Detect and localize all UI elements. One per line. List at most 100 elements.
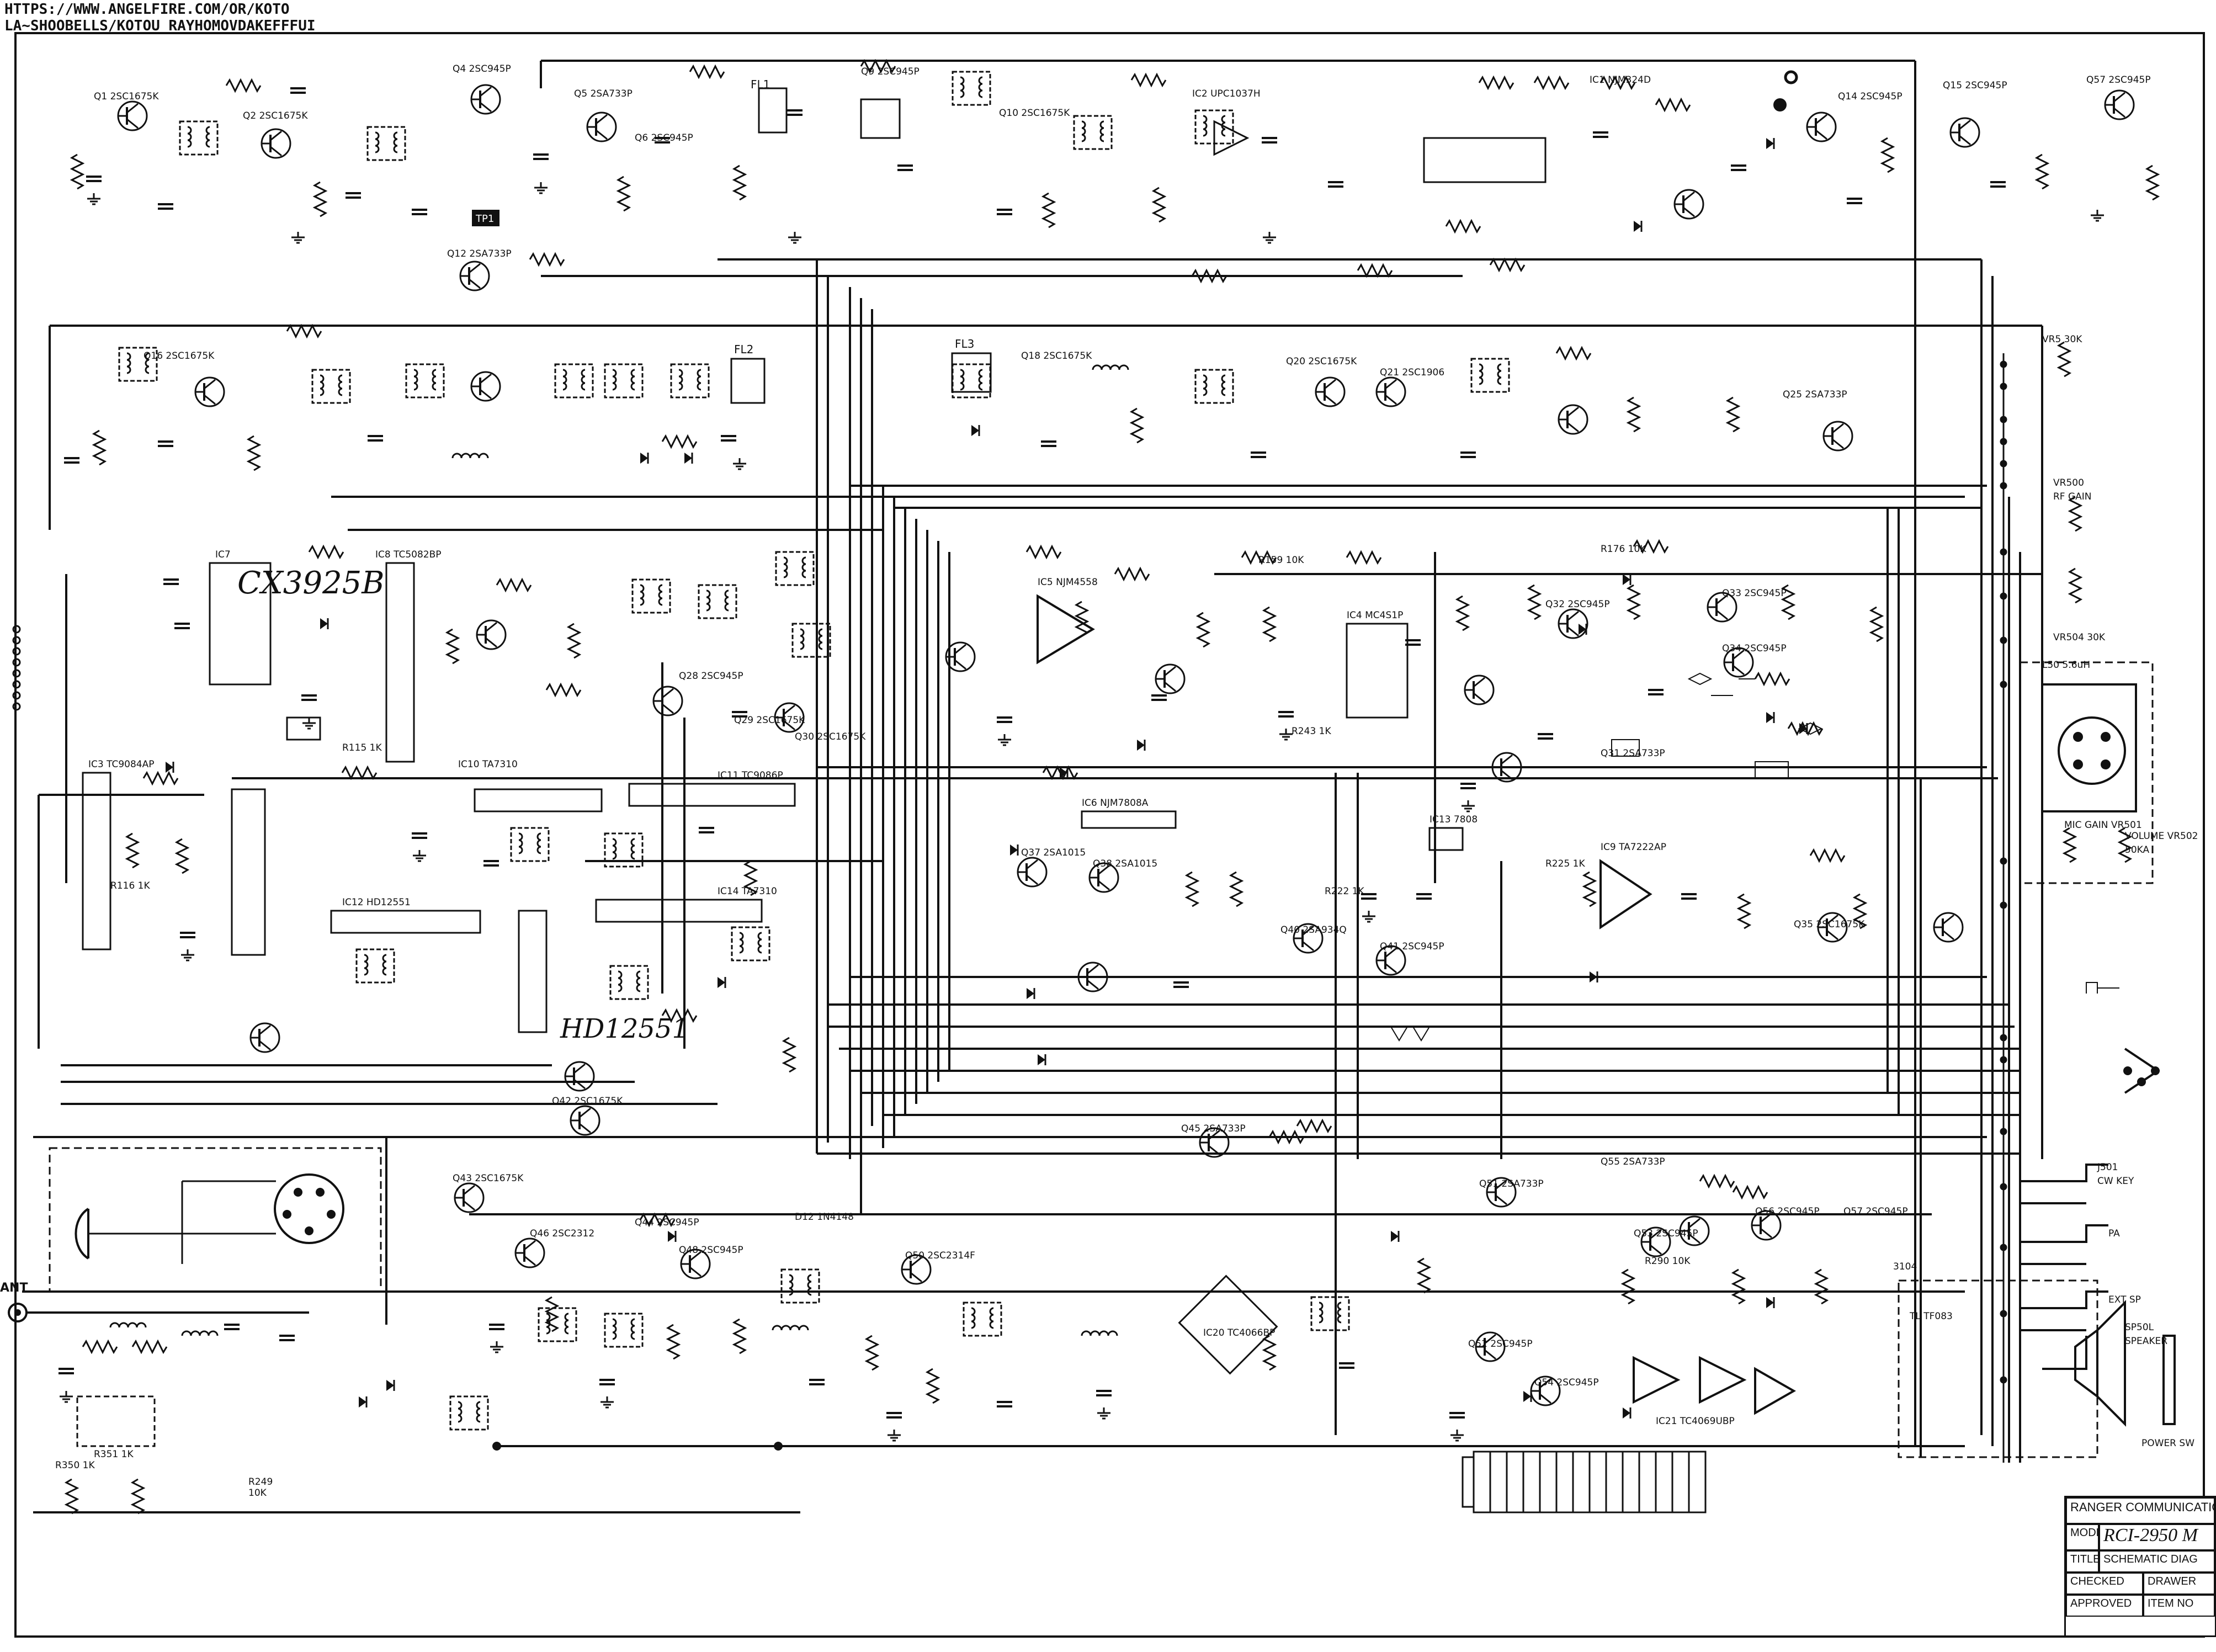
svg-text:Q33 2SC945P: Q33 2SC945P xyxy=(1722,588,1787,599)
svg-text:IC10 TA7310: IC10 TA7310 xyxy=(458,759,518,770)
title-block-title-value: SCHEMATIC DIAG xyxy=(2099,1550,2215,1573)
svg-text:EXT SP: EXT SP xyxy=(2108,1294,2141,1305)
svg-text:IC2 UPC1037H: IC2 UPC1037H xyxy=(1192,88,1261,99)
svg-text:R350 1K: R350 1K xyxy=(55,1460,95,1471)
svg-text:SP50L: SP50L xyxy=(2125,1322,2154,1333)
handwritten-chip-bottom: HD12551 xyxy=(560,1013,689,1044)
svg-text:IC4 MC4S1P: IC4 MC4S1P xyxy=(1347,610,1403,621)
svg-text:Q40 2SA934Q: Q40 2SA934Q xyxy=(1280,925,1347,936)
svg-text:POWER SW: POWER SW xyxy=(2141,1438,2194,1449)
svg-text:Q42 2SC1675K: Q42 2SC1675K xyxy=(552,1096,623,1107)
title-block-checked-label: CHECKED xyxy=(2066,1573,2143,1595)
svg-text:IC12 HD12551: IC12 HD12551 xyxy=(342,897,411,908)
svg-text:Q6 2SC945P: Q6 2SC945P xyxy=(635,132,693,144)
svg-text:Q15 2SC945P: Q15 2SC945P xyxy=(1943,80,2007,91)
svg-text:Q37 2SA1015: Q37 2SA1015 xyxy=(1021,847,1086,858)
svg-text:Q10 2SC1675K: Q10 2SC1675K xyxy=(999,108,1070,119)
svg-text:IC13 7808: IC13 7808 xyxy=(1429,814,1478,825)
svg-text:VR504 30K: VR504 30K xyxy=(2053,632,2106,643)
component-reference-labels: Q1 2SC1675K Q2 2SC1675K Q4 2SC945P Q5 2S… xyxy=(55,63,2198,1499)
capacitor-bank xyxy=(1462,1451,1707,1513)
svg-text:Q57 2SC945P: Q57 2SC945P xyxy=(2086,75,2151,86)
svg-text:SPEAKER: SPEAKER xyxy=(2125,1336,2167,1347)
svg-text:Q54 2SC945P: Q54 2SC945P xyxy=(1534,1377,1599,1388)
svg-text:Q14 2SC945P: Q14 2SC945P xyxy=(1838,91,1903,102)
pll-section xyxy=(12,545,831,1092)
svg-text:IC8 TC5082BP: IC8 TC5082BP xyxy=(375,549,442,560)
svg-text:Q50 2SC2314F: Q50 2SC2314F xyxy=(905,1250,975,1261)
antenna-circuit xyxy=(8,1303,309,1515)
svg-text:Q5 2SA733P: Q5 2SA733P xyxy=(574,88,633,99)
svg-text:Q41 2SC945P: Q41 2SC945P xyxy=(1380,941,1444,952)
svg-text:Q9 2SC945P: Q9 2SC945P xyxy=(861,66,920,77)
mic-connector xyxy=(75,1173,344,1264)
vertical-buses xyxy=(38,259,2021,1463)
svg-text:IC9 TA7222AP: IC9 TA7222AP xyxy=(1601,842,1666,853)
svg-text:R159 10K: R159 10K xyxy=(1258,555,1304,566)
svg-text:IC14 TA7310: IC14 TA7310 xyxy=(718,886,777,897)
sheet-border xyxy=(14,32,2205,1638)
svg-text:Q16 2SC1675K: Q16 2SC1675K xyxy=(144,350,215,362)
svg-text:IC11 TC9086P: IC11 TC9086P xyxy=(718,770,783,781)
svg-text:TL TF083: TL TF083 xyxy=(1909,1311,1953,1322)
svg-text:R243 1K: R243 1K xyxy=(1292,726,1331,737)
svg-text:R351 1K: R351 1K xyxy=(94,1449,134,1460)
svg-text:IC7: IC7 xyxy=(215,549,231,560)
svg-text:Q21 2SC1906: Q21 2SC1906 xyxy=(1380,367,1444,378)
filter-fl1-label: FL1 xyxy=(751,78,770,91)
svg-text:Q29 2SC1675K: Q29 2SC1675K xyxy=(734,715,805,726)
svg-text:R290 10K: R290 10K xyxy=(1645,1256,1691,1267)
ant-label: ANT xyxy=(0,1281,28,1295)
svg-text:50KA: 50KA xyxy=(2125,844,2149,856)
svg-text:Q12 2SA733P: Q12 2SA733P xyxy=(447,248,512,259)
svg-text:IC21 TC4069UBP: IC21 TC4069UBP xyxy=(1656,1416,1735,1427)
svg-text:RF GAIN: RF GAIN xyxy=(2053,491,2092,502)
svg-text:Q46 2SC2312: Q46 2SC2312 xyxy=(530,1228,594,1239)
title-block-company: RANGER COMMUNICATIONS xyxy=(2066,1497,2215,1524)
svg-text:Q38 2SA1015: Q38 2SA1015 xyxy=(1093,858,1157,869)
test-point-label: TP1 xyxy=(475,213,494,225)
svg-text:Q4 2SC945P: Q4 2SC945P xyxy=(453,63,511,75)
title-block-model-label: MODEL xyxy=(2066,1524,2099,1550)
watermark-subtitle: LA~SHOOBELLS/KOTOU RAYHOMOVDAKEFFFUI xyxy=(4,18,316,34)
svg-text:Q2 2SC1675K: Q2 2SC1675K xyxy=(243,110,308,121)
svg-text:VOLUME VR502: VOLUME VR502 xyxy=(2125,831,2198,842)
svg-text:R249: R249 xyxy=(248,1476,273,1488)
subboard-outlines xyxy=(49,661,2154,1458)
rf-section: TP1 xyxy=(71,60,1570,291)
svg-text:Q31 2SA733P: Q31 2SA733P xyxy=(1601,748,1665,759)
svg-text:Q25 2SA733P: Q25 2SA733P xyxy=(1783,389,1847,400)
svg-text:Q43 2SC1675K: Q43 2SC1675K xyxy=(453,1173,524,1184)
svg-text:VR5 30K: VR5 30K xyxy=(2042,334,2082,345)
svg-text:PA: PA xyxy=(2108,1228,2120,1239)
svg-text:R222 1K: R222 1K xyxy=(1325,886,1364,897)
svg-text:MIC GAIN VR501: MIC GAIN VR501 xyxy=(2064,820,2142,831)
svg-text:IC1 NJM324D: IC1 NJM324D xyxy=(1590,75,1651,86)
title-block-title-label: TITLE xyxy=(2066,1550,2099,1573)
svg-text:L50 5.6uH: L50 5.6uH xyxy=(2042,660,2090,671)
svg-text:Q57 2SC945P: Q57 2SC945P xyxy=(1843,1206,1908,1217)
title-block-item-no-label: ITEM NO xyxy=(2143,1595,2215,1617)
svg-text:R176 10K: R176 10K xyxy=(1601,544,1646,555)
svg-text:IC3 TC9084AP: IC3 TC9084AP xyxy=(88,759,155,770)
bus-lines xyxy=(22,60,2043,1513)
svg-text:Q32 2SC945P: Q32 2SC945P xyxy=(1545,599,1610,610)
svg-text:Q55 2SA733P: Q55 2SA733P xyxy=(1601,1156,1665,1167)
svg-text:Q48 2SC945P: Q48 2SC945P xyxy=(679,1245,743,1256)
svg-text:Q34 2SC945P: Q34 2SC945P xyxy=(1722,643,1787,654)
rear-connectors xyxy=(2020,683,2176,1427)
svg-text:IC6 NJM7808A: IC6 NJM7808A xyxy=(1082,798,1149,809)
svg-text:Q35 2SC1675K: Q35 2SC1675K xyxy=(1794,919,1865,930)
tx-section xyxy=(358,1105,1828,1451)
svg-text:Q45 2SA733P: Q45 2SA733P xyxy=(1181,1123,1246,1134)
svg-text:IC5 NJM4558: IC5 NJM4558 xyxy=(1038,577,1098,588)
svg-text:IC20 TC4066BP: IC20 TC4066BP xyxy=(1203,1327,1275,1338)
svg-text:R225 1K: R225 1K xyxy=(1545,858,1585,869)
svg-text:Q56 2SC945P: Q56 2SC945P xyxy=(1755,1206,1820,1217)
svg-text:D12 1N4148: D12 1N4148 xyxy=(795,1212,854,1223)
watermark-url: HTTPS://WWW.ANGELFIRE.COM/OR/KOTO xyxy=(4,1,290,18)
svg-text:J501: J501 xyxy=(2097,1162,2118,1173)
if-strip: FL2 FL3 FL1 xyxy=(63,78,1853,471)
svg-text:CW KEY: CW KEY xyxy=(2097,1176,2134,1187)
